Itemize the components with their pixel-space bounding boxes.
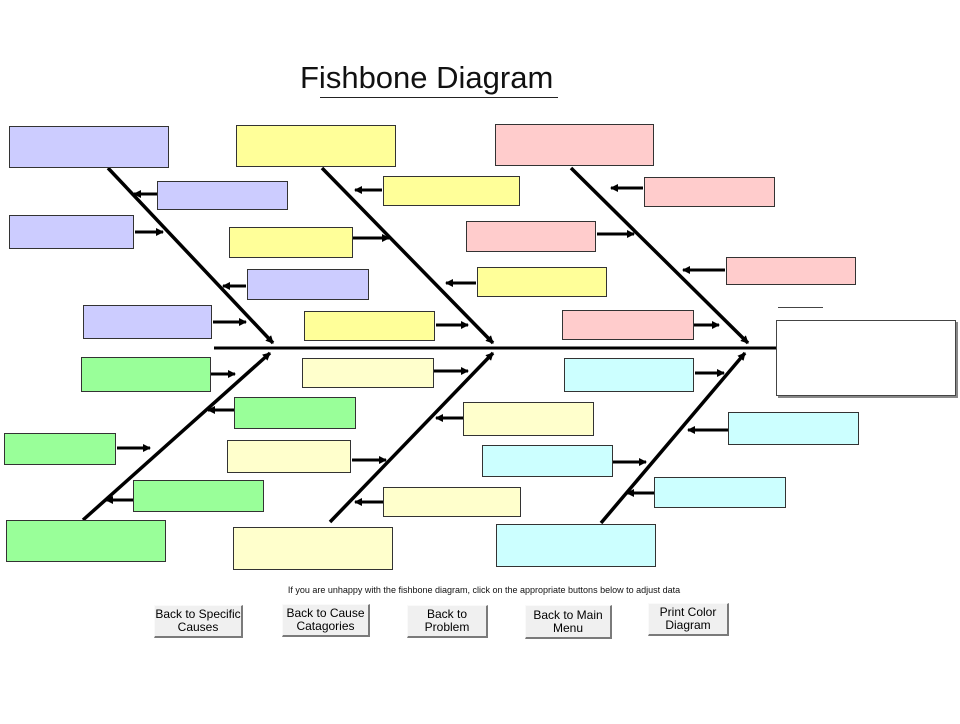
cause-box-cream[interactable] bbox=[383, 487, 521, 517]
cause-box-lavender[interactable] bbox=[247, 269, 369, 300]
cause-box-pink[interactable] bbox=[466, 221, 596, 252]
cause-box-cyan[interactable] bbox=[496, 524, 656, 567]
cause-box-yellow[interactable] bbox=[477, 267, 607, 297]
print-color-diagram-button[interactable]: Print Color Diagram bbox=[648, 603, 729, 636]
cause-box-yellow[interactable] bbox=[229, 227, 353, 258]
main-bone-line bbox=[599, 351, 747, 525]
cause-box-green[interactable] bbox=[133, 480, 264, 512]
cause-box-lavender[interactable] bbox=[83, 305, 212, 339]
cause-box-lavender[interactable] bbox=[9, 215, 134, 249]
cause-box-yellow[interactable] bbox=[304, 311, 435, 341]
cause-box-cyan[interactable] bbox=[654, 477, 786, 508]
cause-box-pink[interactable] bbox=[495, 124, 654, 166]
cause-box-pink[interactable] bbox=[726, 257, 856, 285]
main-bone-line bbox=[569, 166, 750, 345]
cause-box-lavender[interactable] bbox=[157, 181, 288, 210]
cause-box-green[interactable] bbox=[6, 520, 166, 562]
cause-box-cream[interactable] bbox=[463, 402, 594, 436]
instruction-text: If you are unhappy with the fishbone dia… bbox=[287, 585, 681, 595]
cause-box-yellow[interactable] bbox=[236, 125, 396, 167]
cause-box-cyan[interactable] bbox=[564, 358, 694, 392]
page-title: Fishbone Diagram bbox=[300, 60, 554, 95]
title-underline bbox=[320, 97, 558, 98]
back-to-main-menu-button[interactable]: Back to Main Menu bbox=[525, 605, 612, 639]
cause-box-cream[interactable] bbox=[302, 358, 434, 388]
main-bone-line bbox=[81, 351, 272, 522]
cause-box-green[interactable] bbox=[81, 357, 211, 392]
main-bone-line bbox=[328, 351, 495, 524]
cause-box-pink[interactable] bbox=[644, 177, 775, 207]
back-to-problem-button[interactable]: Back to Problem bbox=[407, 605, 488, 638]
cause-box-cyan[interactable] bbox=[728, 412, 859, 445]
cause-box-yellow[interactable] bbox=[383, 176, 520, 206]
cause-box-cream[interactable] bbox=[233, 527, 393, 570]
problem-box[interactable] bbox=[776, 320, 956, 396]
cause-box-green[interactable] bbox=[4, 433, 116, 465]
cause-box-lavender[interactable] bbox=[9, 126, 169, 168]
back-to-cause-catagories-button[interactable]: Back to Cause Catagories bbox=[282, 604, 370, 637]
main-bone-line bbox=[320, 166, 495, 345]
cause-box-pink[interactable] bbox=[562, 310, 694, 340]
fishbone-diagram bbox=[81, 166, 778, 525]
problem-tick bbox=[778, 307, 823, 308]
back-to-specific-causes-button[interactable]: Back to Specific Causes bbox=[154, 605, 243, 638]
cause-box-cream[interactable] bbox=[227, 440, 351, 473]
cause-box-green[interactable] bbox=[234, 397, 356, 429]
cause-box-cyan[interactable] bbox=[482, 445, 613, 477]
